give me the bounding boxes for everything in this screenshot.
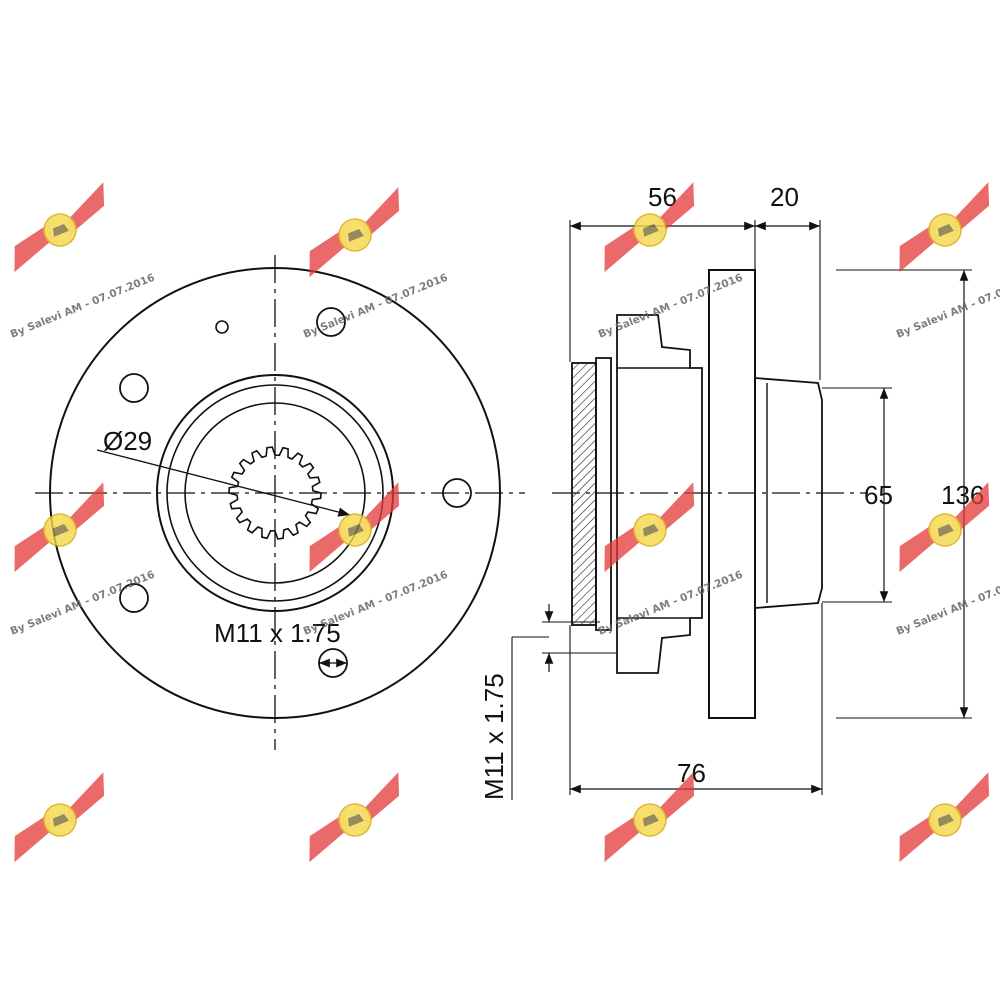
watermark-text: By Salevi AM - 07.07.2016 — [302, 272, 450, 341]
watermark-emblem — [879, 181, 1000, 273]
bearing-race-hatched — [571, 362, 597, 626]
watermark-emblem — [0, 181, 123, 273]
stud-flange — [708, 269, 756, 719]
hub-bore-circle — [184, 402, 366, 584]
pilot-width-label: 20 — [770, 182, 799, 212]
watermark-emblem — [0, 481, 123, 573]
bolt-hole-right — [442, 478, 472, 508]
side-thread-label: M11 x 1.75 — [479, 673, 509, 800]
splined-bore — [228, 446, 322, 540]
watermark-text: By Salevi AM - 07.07.2016 — [895, 569, 1000, 638]
pilot-collar — [754, 377, 823, 609]
watermark-text: By Salevi AM - 07.07.2016 — [597, 569, 745, 638]
bolt-hole-top-right — [316, 307, 346, 337]
diameter-leader-line — [96, 449, 351, 517]
hub-inner-circle — [166, 384, 384, 602]
watermark-text: By Salevi AM - 07.07.2016 — [895, 272, 1000, 341]
pilot-diameter-label: 65 — [864, 480, 893, 510]
watermark-emblem — [289, 481, 418, 573]
bore-diameter-label: Ø29 — [103, 426, 152, 456]
bearing-seal — [595, 357, 612, 631]
bolt-hole-bottom-left — [119, 583, 149, 613]
hub-body-profile — [616, 314, 703, 674]
watermark-emblem — [289, 186, 418, 278]
bolt-hole-top-left — [119, 373, 149, 403]
watermark-text: By Salevi AM - 07.07.2016 — [9, 272, 157, 341]
small-hole — [215, 320, 229, 334]
watermark-emblem — [879, 771, 1000, 863]
watermark-text: By Salevi AM - 07.07.2016 — [597, 272, 745, 341]
front-view: Ø29 M11 x 1.75 — [35, 255, 525, 750]
watermark-text: By Salevi AM - 07.07.2016 — [9, 569, 157, 638]
watermark-text: By Salevi AM - 07.07.2016 — [302, 569, 450, 638]
watermark-emblem — [289, 771, 418, 863]
outer-flange-circle — [49, 267, 501, 719]
watermark-emblem — [584, 771, 713, 863]
watermark-emblem — [0, 771, 123, 863]
watermark-emblem — [584, 481, 713, 573]
front-thread-label: M11 x 1.75 — [214, 618, 341, 648]
